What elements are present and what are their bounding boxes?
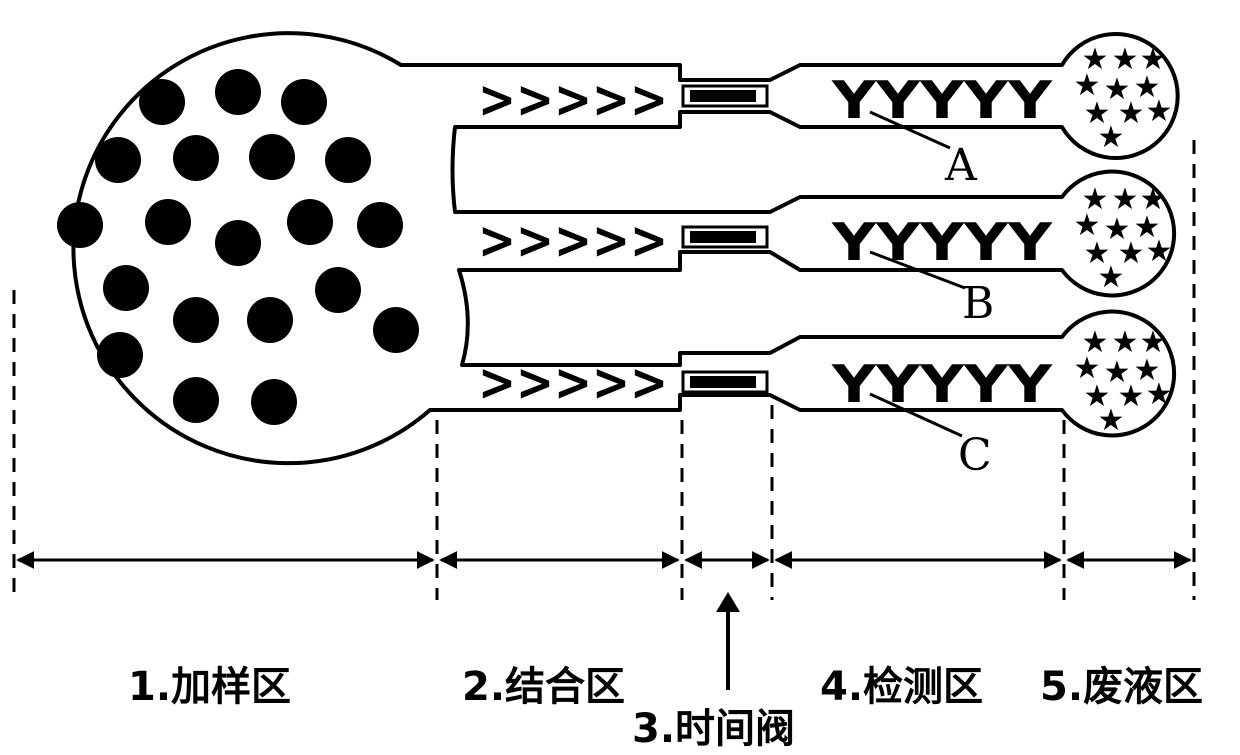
sample-particle bbox=[247, 297, 293, 343]
sample-particle bbox=[215, 220, 261, 266]
lane-a-binding-marks: >>>>> bbox=[478, 70, 668, 130]
lane-c-valve-core bbox=[690, 376, 756, 388]
zone-label-waste: 5.废液区 bbox=[1040, 664, 1203, 710]
lane-a-label: A bbox=[944, 140, 978, 191]
lane-c-antibodies: YYYYY bbox=[831, 355, 1054, 415]
sample-particle bbox=[281, 79, 327, 125]
waste-star-icon: ★ bbox=[1146, 94, 1173, 129]
waste-star-icon: ★ bbox=[1146, 234, 1173, 269]
sample-particle bbox=[139, 79, 185, 125]
sample-particle bbox=[103, 265, 149, 311]
zone-label-binding: 2.结合区 bbox=[462, 664, 625, 710]
lane-a-waste-stars: ★★★★★★★★★★ bbox=[1074, 42, 1173, 155]
lane-a-valve-core bbox=[690, 90, 756, 102]
lane-c-binding-marks: >>>>> bbox=[478, 353, 668, 413]
sample-particle bbox=[325, 137, 371, 183]
sample-particle bbox=[315, 267, 361, 313]
valve-pointer-arrow bbox=[716, 592, 740, 690]
waste-star-icon: ★ bbox=[1146, 377, 1173, 412]
lane-c: >>>>> YYYYY C ★★★★★★★★★★ bbox=[478, 325, 1172, 481]
sample-particles bbox=[57, 69, 419, 425]
lane-b-binding-marks: >>>>> bbox=[478, 211, 668, 271]
sample-particle bbox=[287, 199, 333, 245]
waste-star-icon: ★ bbox=[1098, 120, 1125, 155]
sample-particle bbox=[251, 379, 297, 425]
lane-b-valve-core bbox=[690, 231, 756, 243]
sample-particle bbox=[249, 134, 295, 180]
zone-label-detection: 4.检测区 bbox=[820, 664, 983, 710]
sample-particle bbox=[145, 199, 191, 245]
lane-a-antibodies: YYYYY bbox=[831, 71, 1054, 131]
sample-particle bbox=[173, 135, 219, 181]
lane-c-waste-stars: ★★★★★★★★★★ bbox=[1074, 325, 1173, 438]
lane-b-antibodies: YYYYY bbox=[831, 213, 1054, 273]
sample-particle bbox=[97, 332, 143, 378]
sample-particle bbox=[173, 377, 219, 423]
sample-particle bbox=[95, 137, 141, 183]
zone-label-sample: 1.加样区 bbox=[128, 664, 291, 710]
lane-b: >>>>> YYYYY B ★★★★★★★★★★ bbox=[478, 182, 1172, 329]
lane-b-label: B bbox=[962, 278, 994, 329]
lane-c-label: C bbox=[958, 430, 992, 481]
sample-particle bbox=[357, 202, 403, 248]
sample-particle bbox=[373, 307, 419, 353]
sample-particle bbox=[173, 297, 219, 343]
sample-particle bbox=[215, 69, 261, 115]
zone-label-valve: 3.时间阀 bbox=[632, 706, 795, 752]
waste-star-icon: ★ bbox=[1098, 403, 1125, 438]
waste-star-icon: ★ bbox=[1098, 260, 1125, 295]
sample-particle bbox=[57, 202, 103, 248]
